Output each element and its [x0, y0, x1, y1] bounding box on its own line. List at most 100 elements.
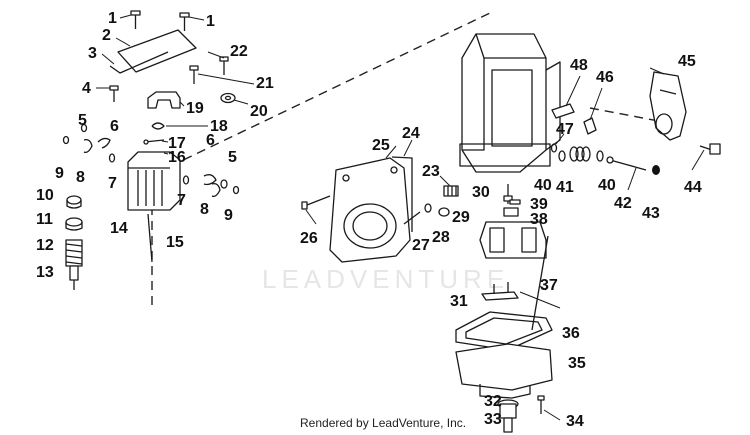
callout: 11: [36, 211, 53, 228]
pin-27: [403, 211, 421, 225]
screw-21: [189, 65, 199, 84]
callout: 33: [484, 411, 502, 428]
callout: 3: [88, 45, 97, 62]
overflow-tube: [531, 235, 549, 331]
spring-23: [443, 185, 459, 197]
callout: 9: [224, 207, 233, 224]
float-needle: [147, 213, 153, 263]
callout: 16: [168, 149, 186, 166]
cover-gasket: [109, 51, 169, 74]
callout: 25: [372, 137, 390, 154]
callout: 7: [177, 192, 186, 209]
callout-labels: 1 1 2 3 4 5 5 6 6 7 7 8 8 9 9 10 11 12 1…: [36, 10, 702, 430]
callout: 8: [76, 169, 85, 186]
callout: 41: [556, 179, 574, 196]
washer-28: [424, 203, 432, 213]
callout: 1: [206, 13, 215, 30]
fitting-48: [551, 103, 575, 119]
spring-41: [569, 146, 591, 162]
flange-gasket: [391, 156, 413, 232]
clip-6-right: [203, 174, 217, 186]
callout: 5: [228, 149, 237, 166]
callout: 27: [412, 237, 430, 254]
callout: 24: [402, 125, 420, 142]
callout: 4: [82, 80, 91, 97]
cap-46: [583, 117, 597, 135]
nut-20: [220, 92, 236, 104]
callout: 15: [166, 234, 184, 251]
callout: 23: [422, 163, 440, 180]
clip-6-left: [97, 137, 111, 149]
callout: 35: [568, 355, 586, 372]
pin-17: [143, 139, 165, 145]
watermark-text: LEADVENTURE: [262, 264, 509, 294]
cover-plate: [117, 29, 197, 73]
clip-18: [151, 122, 165, 130]
float-assembly: [127, 151, 181, 211]
jet-nut-10: [66, 195, 82, 209]
jet-38: [503, 207, 519, 217]
callout: 28: [432, 229, 450, 246]
callout: 30: [472, 184, 490, 201]
render-credit: Rendered by LeadVenture, Inc.: [300, 416, 467, 430]
callout: 40: [534, 177, 552, 194]
jet-39: [509, 199, 521, 205]
throttle-shaft: [606, 156, 647, 171]
leader-lines: [96, 14, 705, 421]
callout: 42: [614, 195, 632, 212]
washer-5-right: [220, 179, 228, 189]
callout: 1: [108, 10, 117, 27]
callout: 17: [168, 135, 186, 152]
callout: 32: [484, 393, 502, 410]
screw-4: [109, 85, 119, 102]
jet-13: [69, 265, 79, 290]
washer-40b: [596, 150, 604, 162]
ball-43: [652, 165, 660, 175]
screw-34: [537, 395, 545, 414]
callout: 43: [642, 205, 660, 222]
jet-holder-31: [481, 282, 519, 301]
throttle-lever: [649, 71, 687, 141]
jet-nut-11: [65, 217, 83, 231]
callout: 9: [55, 165, 64, 182]
callout: 14: [110, 220, 128, 237]
callout: 21: [256, 75, 274, 92]
callout: 31: [450, 293, 468, 310]
washer-9-right: [232, 185, 240, 195]
screw-47: [550, 143, 558, 153]
screw-26: [301, 195, 331, 210]
carburetor-body: [459, 33, 561, 173]
spring-12: [65, 239, 83, 267]
drain-plug-32: [497, 399, 519, 419]
callout: 38: [530, 211, 548, 228]
callout: 19: [186, 100, 204, 117]
callout: 8: [200, 201, 209, 218]
callout: 12: [36, 237, 54, 254]
callout: 44: [684, 179, 702, 196]
callout: 6: [206, 132, 215, 149]
intake-flange: [329, 157, 411, 263]
callout: 39: [530, 196, 548, 213]
screw-44: [699, 143, 721, 155]
callout: 36: [562, 325, 580, 342]
screw-1a: [130, 10, 141, 29]
callout: 45: [678, 53, 696, 70]
callout: 5: [78, 112, 87, 129]
washer-9-left: [62, 135, 70, 145]
callout: 46: [596, 69, 614, 86]
callout: 34: [566, 413, 584, 430]
washer-5-left: [80, 123, 88, 133]
callout: 48: [570, 57, 588, 74]
float-bowl-gasket: [455, 311, 553, 351]
clip-8-left: [83, 138, 93, 154]
callout: 13: [36, 264, 54, 281]
jet-30: [503, 184, 513, 204]
drain-jet-33: [503, 417, 513, 433]
assembly-boundary-line: [151, 11, 493, 305]
clip-8-right: [211, 182, 221, 198]
callout: 26: [300, 230, 318, 247]
callout: 40: [598, 177, 616, 194]
callout: 29: [452, 209, 470, 226]
